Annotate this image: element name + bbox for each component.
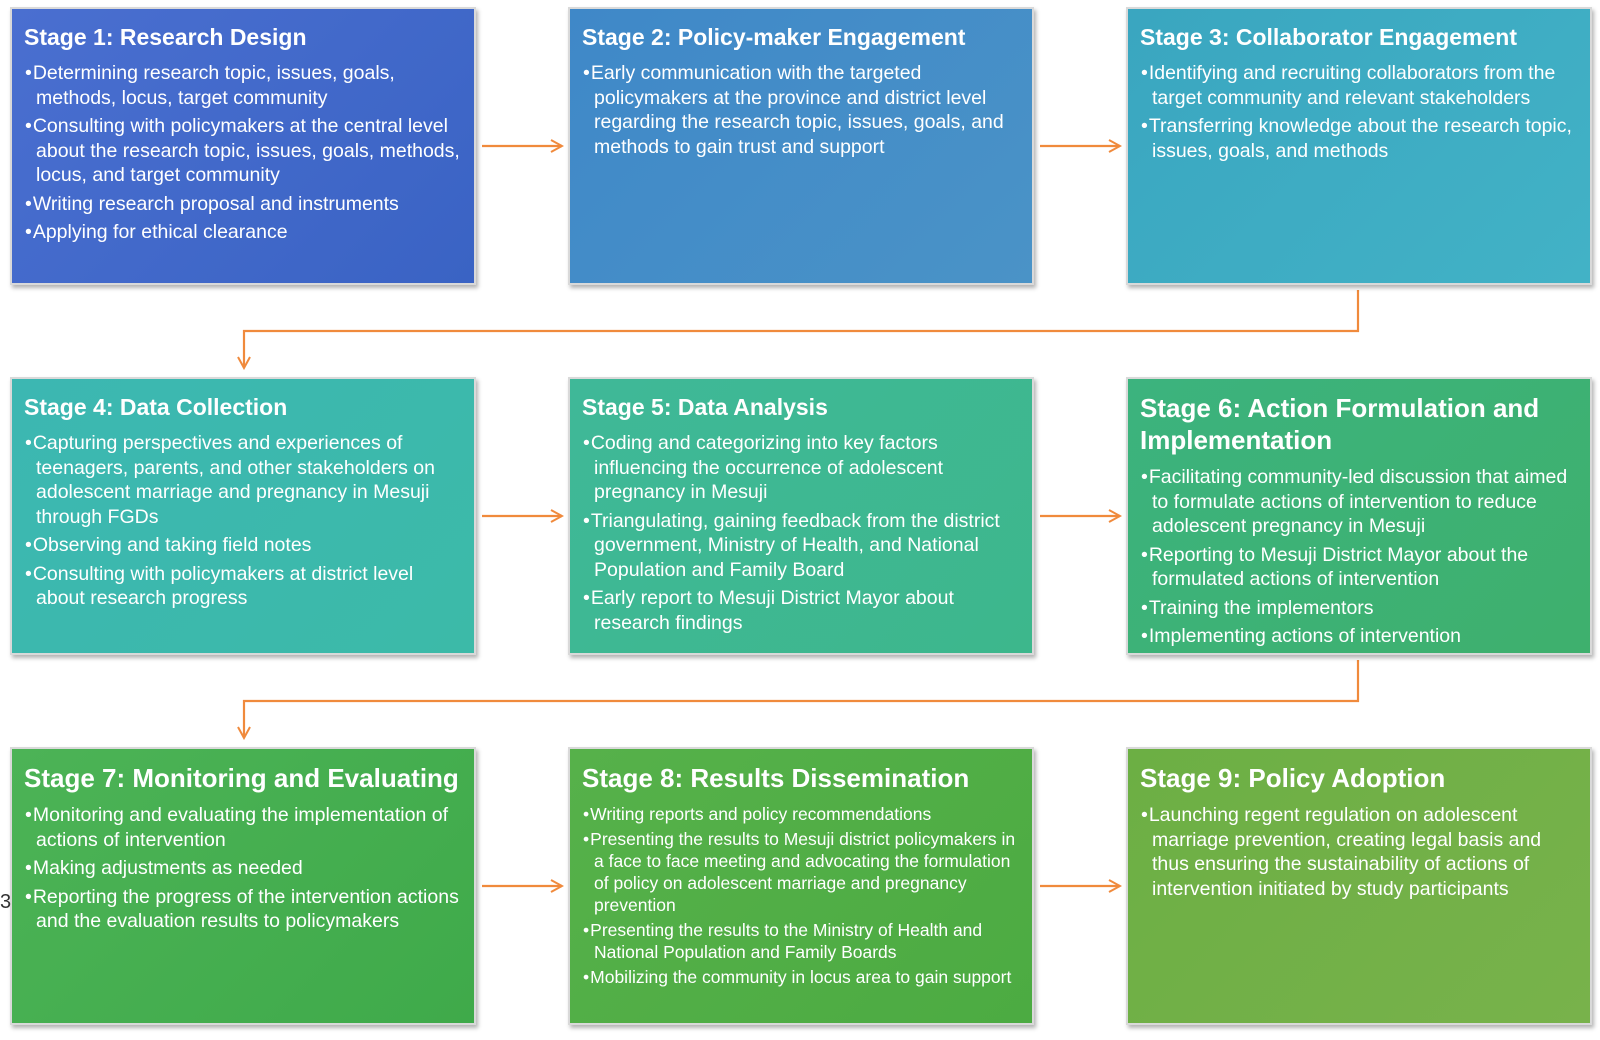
stage-bullet: Mobilizing the community in locus area t… bbox=[582, 966, 1020, 988]
stage-box-research-design: Stage 1: Research Design Determining res… bbox=[10, 7, 476, 285]
stage-bullet-list: Facilitating community-led discussion th… bbox=[1140, 465, 1578, 649]
arrow-stage3-to-stage4 bbox=[244, 290, 1360, 368]
stage-bullet-list: Writing reports and policy recommendatio… bbox=[582, 803, 1020, 988]
stage-bullet: Writing reports and policy recommendatio… bbox=[582, 803, 1020, 825]
stage-bullet-list: Identifying and recruiting collaborators… bbox=[1140, 61, 1578, 163]
stray-text-fragment: 3 bbox=[0, 891, 12, 913]
stage-bullet: Making adjustments as needed bbox=[24, 856, 462, 881]
stage-box-monitoring-evaluating: Stage 7: Monitoring and Evaluating Monit… bbox=[10, 747, 476, 1025]
stage-bullet: Identifying and recruiting collaborators… bbox=[1140, 61, 1578, 110]
stage-bullet: Consulting with policymakers at district… bbox=[24, 562, 462, 611]
stage-bullet: Determining research topic, issues, goal… bbox=[24, 61, 462, 110]
stage-bullet: Presenting the results to the Ministry o… bbox=[582, 919, 1020, 963]
stage-title: Stage 4: Data Collection bbox=[24, 394, 288, 420]
stage-title: Stage 3: Collaborator Engagement bbox=[1140, 24, 1518, 50]
stage-bullet-list: Coding and categorizing into key factors… bbox=[582, 431, 1020, 635]
stage-bullet: Facilitating community-led discussion th… bbox=[1140, 465, 1578, 539]
stage-bullet: Consulting with policymakers at the cent… bbox=[24, 114, 462, 188]
stage-box-collaborator-engagement: Stage 3: Collaborator Engagement Identif… bbox=[1126, 7, 1592, 285]
stage-bullet: Applying for ethical clearance bbox=[24, 220, 462, 245]
stage-bullet: Early communication with the targeted po… bbox=[582, 61, 1020, 159]
stage-title: Stage 6: Action Formulation and Implemen… bbox=[1140, 393, 1540, 455]
stage-title: Stage 1: Research Design bbox=[24, 24, 307, 50]
stage-bullet: Reporting to Mesuji District Mayor about… bbox=[1140, 543, 1578, 592]
stage-box-data-collection: Stage 4: Data Collection Capturing persp… bbox=[10, 377, 476, 655]
stage-box-data-analysis: Stage 5: Data Analysis Coding and catego… bbox=[568, 377, 1034, 655]
stage-box-policy-maker-engagement: Stage 2: Policy-maker Engagement Early c… bbox=[568, 7, 1034, 285]
stage-title: Stage 2: Policy-maker Engagement bbox=[582, 24, 966, 50]
arrow-stage6-to-stage7 bbox=[244, 660, 1360, 738]
stage-bullet-list: Early communication with the targeted po… bbox=[582, 61, 1020, 159]
stage-box-policy-adoption: Stage 9: Policy Adoption Launching regen… bbox=[1126, 747, 1592, 1025]
stage-bullet: Early report to Mesuji District Mayor ab… bbox=[582, 586, 1020, 635]
stage-bullet: Triangulating, gaining feedback from the… bbox=[582, 509, 1020, 583]
stage-bullet: Observing and taking field notes bbox=[24, 533, 462, 558]
stage-title: Stage 7: Monitoring and Evaluating bbox=[24, 763, 459, 793]
stage-title: Stage 5: Data Analysis bbox=[582, 394, 828, 420]
stage-bullet: Training the implementors bbox=[1140, 596, 1578, 621]
stage-bullet-list: Monitoring and evaluating the implementa… bbox=[24, 803, 462, 934]
stage-bullet: Writing research proposal and instrument… bbox=[24, 192, 462, 217]
stage-bullet: Implementing actions of intervention bbox=[1140, 624, 1578, 649]
stage-bullet: Transferring knowledge about the researc… bbox=[1140, 114, 1578, 163]
stage-box-results-dissemination: Stage 8: Results Dissemination Writing r… bbox=[568, 747, 1034, 1025]
stage-title: Stage 8: Results Dissemination bbox=[582, 763, 970, 793]
stage-bullet-list: Capturing perspectives and experiences o… bbox=[24, 431, 462, 611]
stage-bullet-list: Determining research topic, issues, goal… bbox=[24, 61, 462, 245]
stage-bullet: Monitoring and evaluating the implementa… bbox=[24, 803, 462, 852]
stage-bullet: Capturing perspectives and experiences o… bbox=[24, 431, 462, 529]
stage-bullet: Presenting the results to Mesuji distric… bbox=[582, 828, 1020, 916]
stage-bullet-list: Launching regent regulation on adolescen… bbox=[1140, 803, 1578, 901]
stage-bullet: Launching regent regulation on adolescen… bbox=[1140, 803, 1578, 901]
stage-box-action-formulation: Stage 6: Action Formulation and Implemen… bbox=[1126, 377, 1592, 655]
stage-bullet: Coding and categorizing into key factors… bbox=[582, 431, 1020, 505]
stage-title: Stage 9: Policy Adoption bbox=[1140, 763, 1446, 793]
stage-bullet: Reporting the progress of the interventi… bbox=[24, 885, 462, 934]
